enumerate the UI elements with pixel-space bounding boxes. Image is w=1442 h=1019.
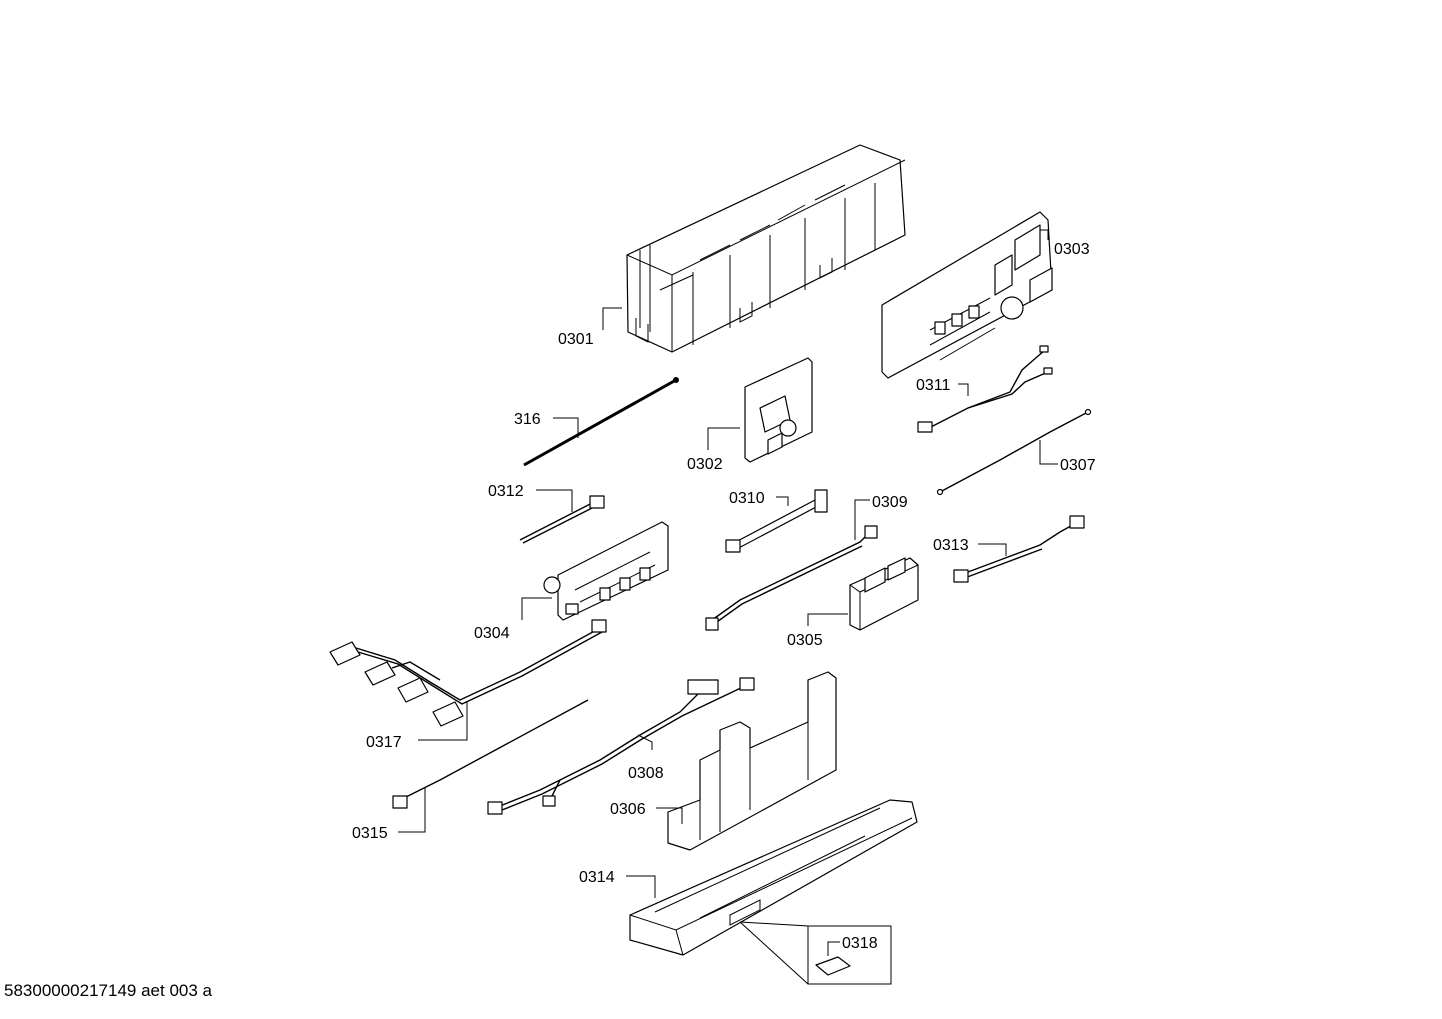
label-0309: 0309 <box>872 494 908 511</box>
part-0313-cable[interactable] <box>953 515 1085 583</box>
label-0304: 0304 <box>474 625 510 642</box>
leader-0310 <box>776 496 789 506</box>
label-0315: 0315 <box>352 825 388 842</box>
label-0302: 0302 <box>687 456 723 473</box>
label-0310: 0310 <box>729 490 765 507</box>
label-0318: 0318 <box>842 935 878 952</box>
part-0305-module[interactable] <box>849 557 919 631</box>
label-316: 316 <box>514 411 541 428</box>
part-0311-cable-set[interactable] <box>917 345 1053 433</box>
part-0317-wire-harness[interactable] <box>329 619 607 727</box>
part-0309-long-cable[interactable] <box>705 525 878 631</box>
leader-0306 <box>656 807 683 824</box>
part-0301-housing-cover[interactable] <box>626 144 906 353</box>
part-0306-bracket[interactable] <box>667 671 837 851</box>
leader-0311 <box>958 383 969 396</box>
label-0311: 0311 <box>916 377 951 394</box>
leader-0312 <box>536 489 573 512</box>
part-0302-power-pcb[interactable] <box>744 357 813 463</box>
leader-0317 <box>418 702 468 741</box>
leader-0303 <box>1040 229 1049 240</box>
label-0314: 0314 <box>579 869 615 886</box>
part-316-rod-sensor[interactable] <box>523 377 679 467</box>
leader-0302 <box>707 427 740 450</box>
label-0306: 0306 <box>610 801 646 818</box>
document-id: 58300000217149 aet 003 a <box>4 981 212 1000</box>
part-0318-small-part[interactable] <box>739 921 892 985</box>
part-0312-short-cable[interactable] <box>519 495 605 544</box>
leader-0309 <box>854 499 870 540</box>
part-0308-cable-harness[interactable] <box>487 677 755 815</box>
label-0312: 0312 <box>488 483 524 500</box>
leader-0318 <box>827 941 840 956</box>
label-0305: 0305 <box>787 632 823 649</box>
leader-0304 <box>521 597 552 620</box>
label-0301: 0301 <box>558 331 594 348</box>
leader-0301 <box>602 307 622 330</box>
part-0307-thin-wire[interactable] <box>936 408 1092 496</box>
part-0304-control-pcb[interactable] <box>543 521 669 621</box>
part-0314-tray[interactable] <box>629 799 918 956</box>
label-0308: 0308 <box>628 765 664 782</box>
part-0303-main-pcb[interactable] <box>881 211 1053 379</box>
leader-0313 <box>978 543 1007 556</box>
leader-0314 <box>626 875 656 898</box>
part-0310-ribbon-cable[interactable] <box>725 489 828 553</box>
leader-0307 <box>1039 440 1058 465</box>
part-0315-sensor-wire[interactable] <box>392 699 589 809</box>
leader-0305 <box>807 613 848 626</box>
label-0307: 0307 <box>1060 457 1096 474</box>
leader-316 <box>553 417 579 438</box>
label-0313: 0313 <box>933 537 969 554</box>
label-0317: 0317 <box>366 734 402 751</box>
leader-0308 <box>637 734 653 750</box>
leader-0315 <box>398 788 426 833</box>
label-0303: 0303 <box>1054 241 1090 258</box>
